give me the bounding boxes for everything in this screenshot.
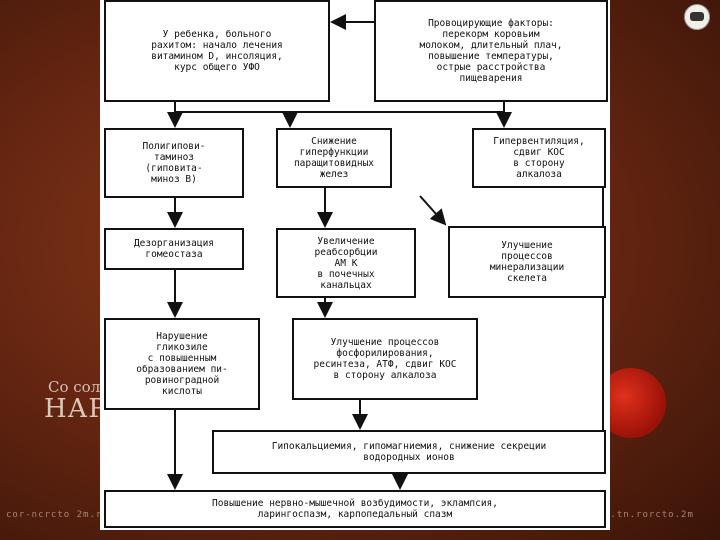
flow-node-glycolysis: Нарушение гликозиле с повышенным образов… [104,318,260,410]
flow-node-phosphorylation: Улучшение процессов фосфорилирования, ре… [292,318,478,400]
flow-node-excitability: Повышение нервно-мышечной возбудимости, … [104,490,606,528]
footer-right-text: c.tn.rorcto.2m [604,510,694,520]
flow-node-homeostasis: Дезорганизация гомеостаза [104,228,244,270]
flow-node-hypocalcemia: Гипокальциемия, гипомагниемия, снижение … [212,430,606,474]
flow-node-polyhypovitaminosis: Полигипови- таминоз (гиповита- миноз В) [104,128,244,198]
flow-node-hyperventilation: Гипервентиляция, сдвиг КОС в сторону алк… [472,128,606,188]
avatar-icon [684,4,710,30]
flow-node-reabsorption: Увеличение реабсорбции АМ К в почечных к… [276,228,416,298]
arrow-n4-n8 [420,196,445,224]
flowchart-panel: У ребенка, больного рахитом: начало лече… [100,0,610,530]
flow-node-parathyroid: Снижение гиперфункции паращитовидных жел… [276,128,392,188]
footer-left-text: cor-ncrcto 2m.rr [6,510,109,520]
flow-node-mineralization: Улучшение процессов минерализации скелет… [448,226,606,298]
flow-node-provoking-factors: Провоцирующие факторы: перекорм коровьим… [374,0,608,102]
flow-node-rickets-treatment: У ребенка, больного рахитом: начало лече… [104,0,330,102]
